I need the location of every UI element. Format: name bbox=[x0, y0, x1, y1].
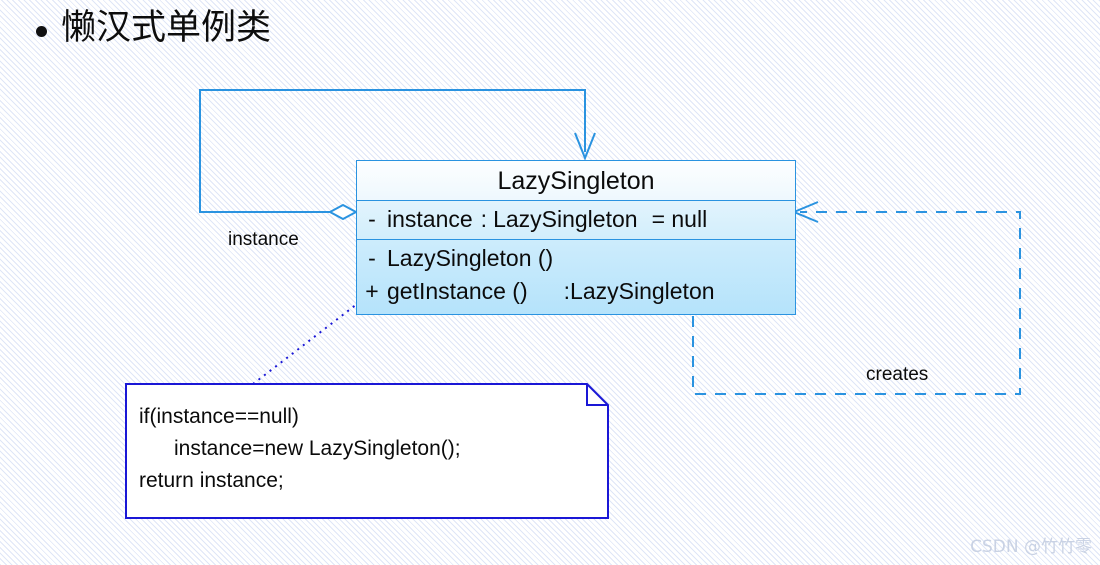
visibility-marker: - bbox=[368, 245, 376, 271]
attribute-name: instance bbox=[387, 206, 473, 232]
uml-note-box[interactable]: if(instance==null) instance=new LazySing… bbox=[125, 383, 609, 519]
class-attribute-row: - instance : LazySingleton = null bbox=[357, 203, 795, 236]
uml-class-box[interactable]: LazySingleton - instance : LazySingleton… bbox=[356, 160, 796, 315]
attribute-separator: : bbox=[480, 206, 488, 232]
method-separator: : bbox=[563, 278, 571, 304]
note-text: if(instance==null) instance=new LazySing… bbox=[139, 405, 461, 492]
edge-label-instance: instance bbox=[228, 229, 299, 250]
bullet-icon bbox=[36, 25, 47, 37]
visibility-marker: + bbox=[365, 278, 379, 304]
page-title: 懒汉式单例类 bbox=[61, 8, 272, 48]
class-attributes-section: - instance : LazySingleton = null bbox=[357, 201, 795, 240]
class-name: LazySingleton bbox=[357, 161, 795, 201]
note-anchor-edge bbox=[252, 303, 358, 385]
class-methods-section: - LazySingleton () + getInstance () : La… bbox=[357, 240, 795, 314]
edge-label-creates: creates bbox=[866, 364, 929, 385]
attribute-default: = null bbox=[651, 206, 708, 232]
method-name: LazySingleton () bbox=[387, 245, 554, 271]
class-method-row: + getInstance () : LazySingleton bbox=[357, 275, 795, 308]
method-return-type: LazySingleton bbox=[570, 278, 715, 304]
note-shape bbox=[125, 383, 609, 519]
visibility-marker: - bbox=[368, 206, 376, 232]
attribute-type: LazySingleton bbox=[493, 206, 638, 232]
class-method-row: - LazySingleton () bbox=[357, 242, 795, 275]
method-name: getInstance () bbox=[387, 278, 528, 304]
watermark: CSDN @竹竹零 bbox=[970, 537, 1092, 557]
slide-title-row: 懒汉式单例类 bbox=[36, 6, 271, 50]
